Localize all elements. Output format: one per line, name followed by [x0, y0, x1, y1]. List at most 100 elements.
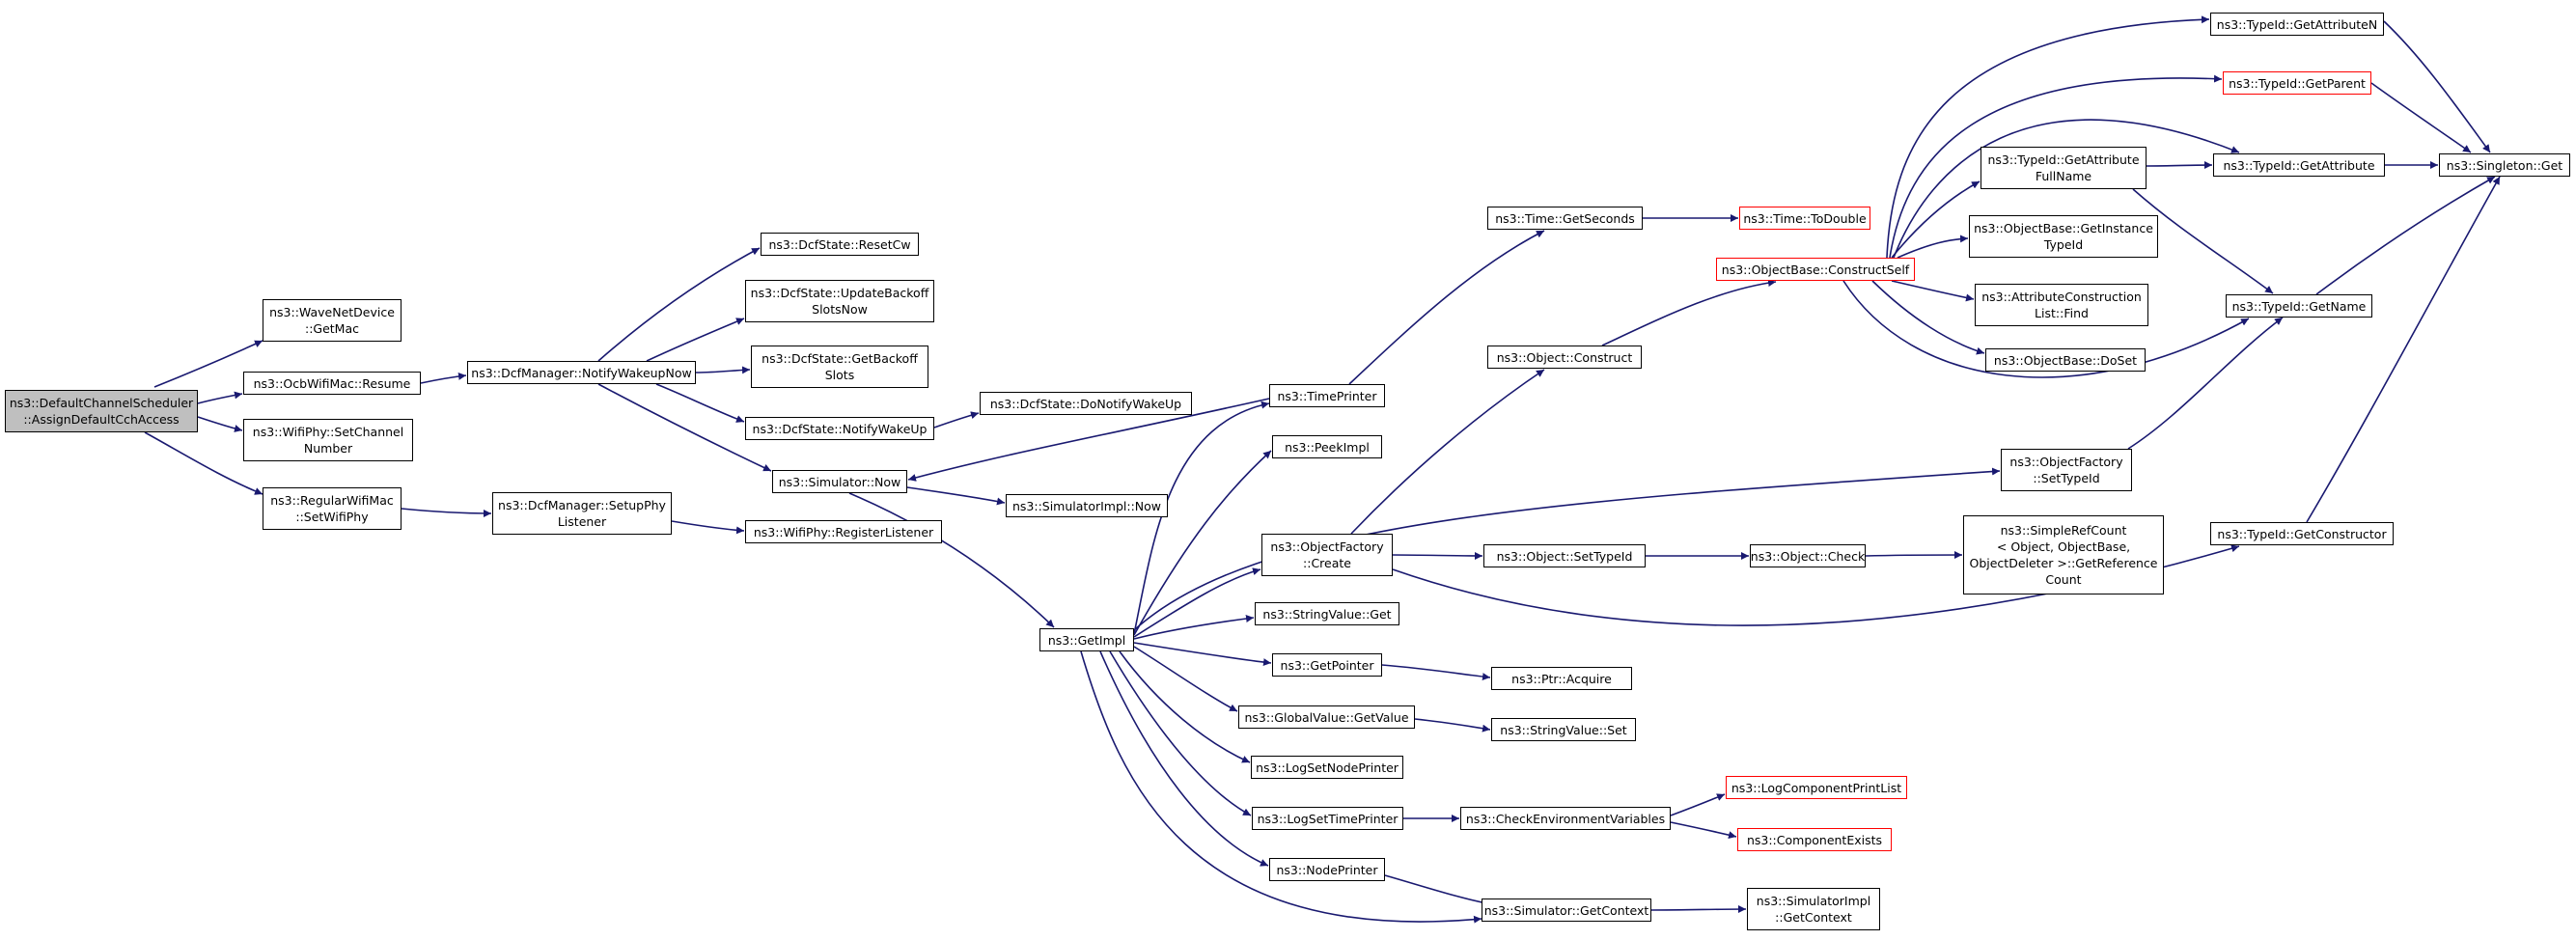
node-time-todouble[interactable]: ns3::Time::ToDouble — [1739, 207, 1870, 230]
node-dcfmanager-setupphylistener[interactable]: ns3::DcfManager::SetupPhy Listener — [492, 492, 672, 535]
node-timeprinter[interactable]: ns3::TimePrinter — [1269, 384, 1385, 407]
node-logsetnodeprinter[interactable]: ns3::LogSetNodePrinter — [1251, 756, 1403, 779]
node-logcomponentprintlist[interactable]: ns3::LogComponentPrintList — [1726, 776, 1907, 799]
node-object-settypeid[interactable]: ns3::Object::SetTypeId — [1483, 544, 1646, 567]
node-singleton-get[interactable]: ns3::Singleton::Get — [2439, 153, 2570, 177]
call-edge-19 — [1133, 567, 1261, 638]
call-edge-18 — [1133, 450, 1272, 636]
call-edges — [144, 15, 2501, 924]
call-edge-17 — [1133, 401, 1270, 635]
node-peekimpl[interactable]: ns3::PeekImpl — [1272, 435, 1382, 458]
node-object-check[interactable]: ns3::Object::Check — [1750, 544, 1866, 567]
node-typeid-getname[interactable]: ns3::TypeId::GetName — [2226, 294, 2372, 318]
call-edge-26 — [1080, 650, 1482, 924]
call-edge-32 — [1392, 551, 1483, 560]
node-nodeprinter[interactable]: ns3::NodePrinter — [1269, 858, 1385, 881]
node-objectbase-getinstancetypeid[interactable]: ns3::ObjectBase::GetInstance TypeId — [1969, 215, 2158, 258]
call-edge-51 — [2146, 161, 2213, 170]
node-simplerefcount-getreferencecount[interactable]: ns3::SimpleRefCount < Object, ObjectBase… — [1963, 515, 2164, 594]
call-edge-48 — [1886, 15, 2210, 259]
call-edge-43 — [1891, 180, 1980, 259]
node-getimpl[interactable]: ns3::GetImpl — [1039, 628, 1134, 651]
call-edge-54 — [2370, 82, 2472, 153]
node-logsettimeprinter[interactable]: ns3::LogSetTimePrinter — [1252, 807, 1403, 830]
node-objectbase-constructself[interactable]: ns3::ObjectBase::ConstructSelf — [1716, 258, 1915, 281]
node-dcfstate-resetcw[interactable]: ns3::DcfState::ResetCw — [761, 233, 919, 256]
node-stringvalue-set[interactable]: ns3::StringValue::Set — [1491, 718, 1636, 741]
node-objectbase-doset[interactable]: ns3::ObjectBase::DoSet — [1985, 348, 2146, 372]
node-regularwifimac-setwifiphy[interactable]: ns3::RegularWifiMac ::SetWifiPhy — [263, 487, 402, 530]
node-typeid-getconstructor[interactable]: ns3::TypeId::GetConstructor — [2210, 522, 2394, 545]
call-edge-57 — [2315, 176, 2496, 295]
call-edge-40 — [1670, 821, 1737, 840]
node-simulator-now[interactable]: ns3::Simulator::Now — [772, 470, 907, 493]
call-edge-49 — [1889, 74, 2223, 259]
node-stringvalue-get[interactable]: ns3::StringValue::Get — [1255, 602, 1399, 625]
call-edge-53 — [2127, 317, 2284, 450]
node-typeid-getattribute[interactable]: ns3::TypeId::GetAttribute — [2213, 153, 2385, 177]
node-objectfactory-settypeid[interactable]: ns3::ObjectFactory ::SetTypeId — [2001, 449, 2132, 491]
node-typeid-getattributefullname[interactable]: ns3::TypeId::GetAttribute FullName — [1980, 147, 2147, 189]
call-edge-24 — [1109, 650, 1252, 816]
node-dcfmanager-notifywakeupnow[interactable]: ns3::DcfManager::NotifyWakeupNow — [467, 361, 696, 384]
call-edge-36 — [1381, 664, 1491, 681]
node-wifiphy-registerlistener[interactable]: ns3::WifiPhy::RegisterListener — [745, 520, 942, 543]
call-edge-12 — [671, 520, 745, 535]
call-edge-31 — [1601, 279, 1777, 346]
call-edge-50 — [1893, 119, 2240, 259]
node-object-construct[interactable]: ns3::Object::Construct — [1487, 346, 1642, 369]
call-edge-37 — [1414, 718, 1491, 733]
call-edge-44 — [1897, 235, 1969, 259]
call-edge-39 — [1670, 793, 1726, 816]
node-ptr-acquire[interactable]: ns3::Ptr::Acquire — [1491, 667, 1632, 690]
call-edge-58 — [2306, 176, 2501, 523]
call-edge-21 — [1133, 642, 1272, 667]
call-edge-3 — [197, 416, 243, 432]
call-edge-45 — [1891, 280, 1975, 302]
node-globalvalue-getvalue[interactable]: ns3::GlobalValue::GetValue — [1238, 705, 1415, 729]
call-edge-25 — [1099, 650, 1269, 867]
call-edge-2 — [197, 391, 243, 404]
node-dcfstate-getbackoffslots[interactable]: ns3::DcfState::GetBackoff Slots — [751, 346, 928, 388]
call-edge-6 — [401, 508, 492, 517]
call-edge-15 — [848, 492, 1055, 628]
call-edge-30 — [1350, 369, 1545, 535]
call-edge-23 — [1119, 650, 1251, 763]
node-ocbwifimac-resume[interactable]: ns3::OcbWifiMac::Resume — [243, 372, 421, 395]
call-edge-1 — [153, 340, 263, 388]
node-checkenvironmentvariables[interactable]: ns3::CheckEnvironmentVariables — [1460, 807, 1671, 830]
node-componentexists[interactable]: ns3::ComponentExists — [1737, 828, 1892, 851]
node-simulator-getcontext[interactable]: ns3::Simulator::GetContext — [1482, 899, 1651, 922]
node-typeid-getattributen[interactable]: ns3::TypeId::GetAttributeN — [2210, 13, 2384, 36]
call-edge-4 — [144, 431, 263, 495]
node-wavenetdevice-getmac[interactable]: ns3::WaveNetDevice ::GetMac — [263, 299, 402, 342]
call-edge-13 — [933, 411, 980, 429]
call-edge-10 — [655, 383, 745, 423]
node-getpointer[interactable]: ns3::GetPointer — [1272, 653, 1382, 677]
call-edge-52 — [2132, 188, 2274, 294]
call-edge-16 — [907, 398, 1270, 482]
call-edge-7 — [597, 247, 761, 362]
call-edge-46 — [1871, 280, 1985, 355]
call-edge-42 — [1650, 905, 1747, 914]
call-edge-9 — [695, 366, 751, 374]
node-simulatorimpl-now[interactable]: ns3::SimulatorImpl::Now — [1006, 494, 1168, 517]
node-time-getseconds[interactable]: ns3::Time::GetSeconds — [1487, 207, 1643, 230]
call-edge-14 — [906, 486, 1006, 506]
node-attributeconstructionlist-find[interactable]: ns3::AttributeConstruction List::Find — [1975, 284, 2148, 326]
call-edge-55 — [2383, 20, 2491, 153]
node-wifiphy-setchannelnumber[interactable]: ns3::WifiPhy::SetChannel Number — [243, 419, 413, 461]
call-edge-34 — [1865, 551, 1963, 560]
node-dcfstate-donotifywakeup[interactable]: ns3::DcfState::DoNotifyWakeUp — [980, 392, 1192, 415]
node-dcfstate-notifywakeup[interactable]: ns3::DcfState::NotifyWakeUp — [745, 417, 934, 440]
node-typeid-getparent[interactable]: ns3::TypeId::GetParent — [2223, 71, 2371, 95]
node-simulatorimpl-getcontext[interactable]: ns3::SimulatorImpl ::GetContext — [1747, 888, 1880, 930]
node-objectfactory-create[interactable]: ns3::ObjectFactory ::Create — [1261, 534, 1393, 576]
call-edge-41 — [1384, 874, 1492, 907]
node-dcfstate-updatebackoffslotsnow[interactable]: ns3::DcfState::UpdateBackoff SlotsNow — [745, 280, 934, 322]
call-edge-22 — [1133, 646, 1238, 712]
call-edge-28 — [1348, 230, 1545, 385]
call-edge-8 — [646, 318, 745, 362]
call-edge-47 — [1842, 280, 2250, 378]
